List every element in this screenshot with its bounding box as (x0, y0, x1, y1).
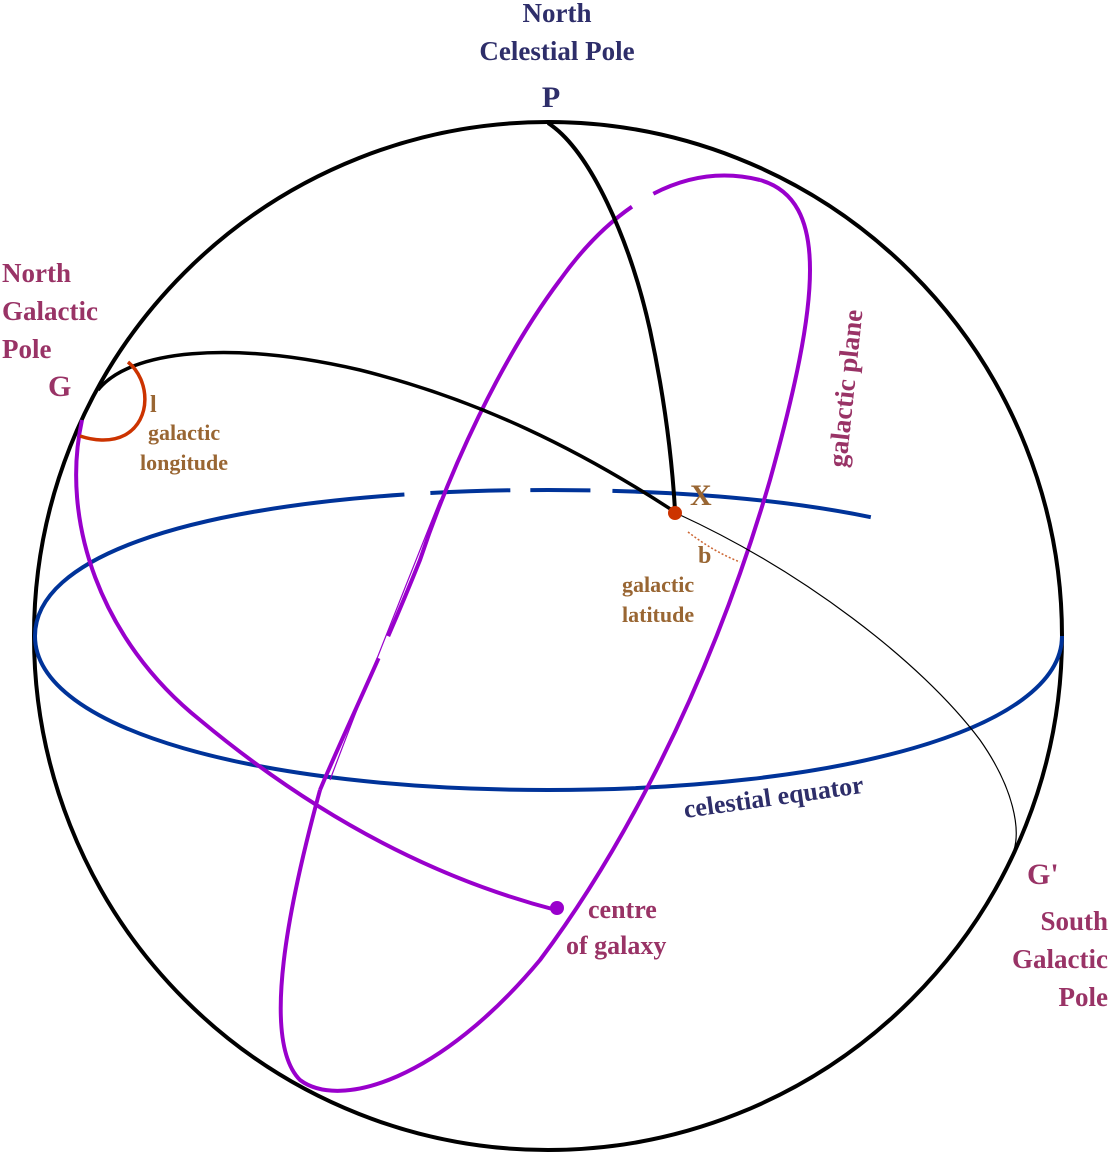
galactic-latitude-label-line2: latitude (622, 602, 694, 627)
g-label: G (48, 370, 71, 403)
arc-x-to-g-prime (677, 513, 1017, 851)
b-label: b (698, 543, 711, 569)
galactic-plane-front (278, 178, 812, 1093)
p-label: P (542, 81, 560, 114)
galactic-longitude-label-line2: longitude (140, 450, 228, 475)
celestial-sphere-outline (32, 120, 1064, 1152)
galactic-latitude-arc (687, 531, 741, 563)
sgp-label-line2: Galactic (1012, 944, 1108, 974)
ncp-label-line2: Celestial Pole (479, 36, 634, 66)
meridian-p-to-x (546, 121, 677, 511)
celestial-equator-front (33, 635, 1064, 793)
ngp-label-line3: Pole (2, 334, 51, 364)
galactic-meridian-centre (74, 419, 557, 912)
sgp-label-line1: South (1040, 906, 1108, 936)
centre-of-galaxy-label-line2: of galaxy (566, 931, 666, 960)
arc-g-to-x (96, 350, 676, 514)
g-prime-label: G' (1027, 858, 1059, 891)
ngp-label-line1: North (2, 258, 71, 288)
galactic-meridian-back (329, 499, 441, 781)
galactic-latitude-label-line1: galactic (622, 572, 694, 597)
x-label: X (690, 479, 712, 512)
sgp-label-line3: Pole (1059, 982, 1108, 1012)
ngp-label-line2: Galactic (2, 296, 98, 326)
galactic-longitude-label-line1: galactic (148, 420, 220, 445)
point-x (668, 506, 682, 520)
galactic-plane-label: galactic plane (822, 308, 868, 469)
l-label: l (150, 392, 157, 418)
centre-of-galaxy-label-line1: centre (588, 895, 657, 924)
ncp-label-line1: North (523, 0, 592, 28)
celestial-equator-back (33, 487, 1064, 637)
centre-of-galaxy-point (550, 901, 564, 915)
galactic-longitude-arc (79, 360, 147, 442)
